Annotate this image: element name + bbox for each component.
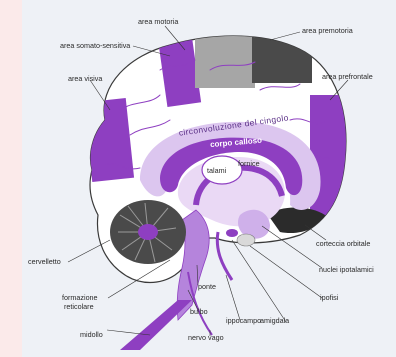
label-nuclei-ipotalamici: nuclei ipotalamici	[319, 265, 374, 274]
label-cervelletto: cervelletto	[28, 257, 61, 266]
label-talami: talami	[207, 166, 227, 175]
label-area-premotoria: area premotoria	[302, 26, 353, 35]
label-formazione: formazione	[62, 293, 98, 302]
midollo-region	[120, 300, 192, 350]
label-area-motoria: area motoria	[138, 17, 178, 26]
ipofisi-region	[237, 234, 255, 246]
label-area-somato-sensitiva: area somato-sensitiva	[60, 41, 130, 50]
label-bulbo: bulbo	[190, 307, 208, 316]
label-area-visiva: area visiva	[68, 74, 102, 83]
label-ipofisi: ipofisi	[320, 293, 339, 302]
label-midollo: midollo	[80, 330, 103, 339]
label-area-prefrontale: area prefrontale	[322, 72, 373, 81]
label-ippocampo: ippocampo	[226, 316, 261, 325]
label-amigdala: amigdala	[260, 316, 289, 325]
area-gray-region	[195, 28, 255, 88]
label-reticolare: reticolare	[64, 302, 94, 311]
area-premotoria-region	[252, 28, 312, 83]
label-nervo-vago: nervo vago	[188, 333, 224, 342]
cervelletto-region	[110, 200, 186, 264]
label-ponte: ponte	[198, 282, 216, 291]
label-fornice: fornice	[238, 159, 260, 168]
label-corteccia-orbitale: corteccia orbitale	[316, 239, 370, 248]
amigdala-region	[226, 229, 238, 237]
